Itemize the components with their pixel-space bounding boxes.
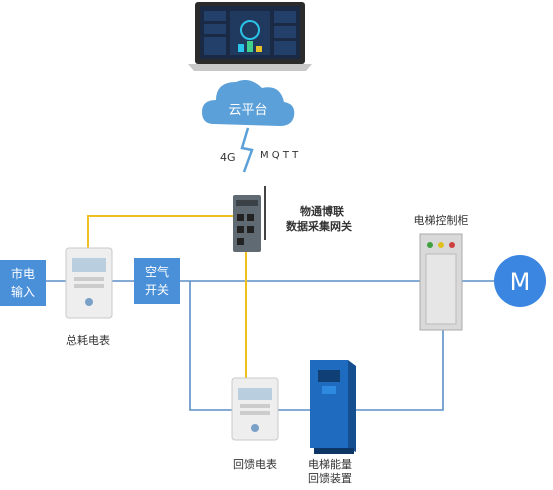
elevator-cabinet-label: 电梯控制柜	[414, 213, 469, 227]
mains-input-box: 市电 输入	[0, 260, 46, 306]
air-switch-line2: 开关	[145, 283, 169, 297]
total-meter-label: 总耗电表	[66, 333, 110, 347]
laptop-base	[188, 64, 312, 71]
elevator-cabinet-device	[419, 233, 463, 331]
gateway-device	[233, 186, 266, 252]
total-meter-device	[65, 247, 113, 319]
motor-icon: M	[494, 255, 546, 307]
feedback-meter-label: 回馈电表	[233, 457, 277, 471]
mains-input-line2: 输入	[11, 284, 35, 299]
cloud-icon: 云平台	[202, 80, 295, 126]
mains-input-line1: 市电	[11, 266, 35, 281]
cellular-label: 4G	[220, 151, 236, 164]
laptop	[188, 2, 312, 71]
feedback-meter-device	[231, 377, 279, 441]
signal-lines	[87, 215, 247, 378]
air-switch-line1: 空气	[145, 264, 169, 279]
air-switch-box: 空气 开关	[134, 258, 180, 304]
motor-label: M	[510, 268, 531, 296]
gateway-label-line1: 物通博联	[300, 204, 344, 218]
protocol-label: M Q T T	[260, 150, 299, 161]
gateway-label-line2: 数据采集网关	[286, 219, 352, 233]
cloud-label: 云平台	[228, 103, 267, 118]
energy-feedback-device	[310, 360, 356, 454]
energy-device-label-line2: 回馈装置	[308, 472, 352, 485]
energy-device-label-line1: 电梯能量	[308, 457, 352, 471]
wireless-link-icon	[240, 127, 254, 173]
